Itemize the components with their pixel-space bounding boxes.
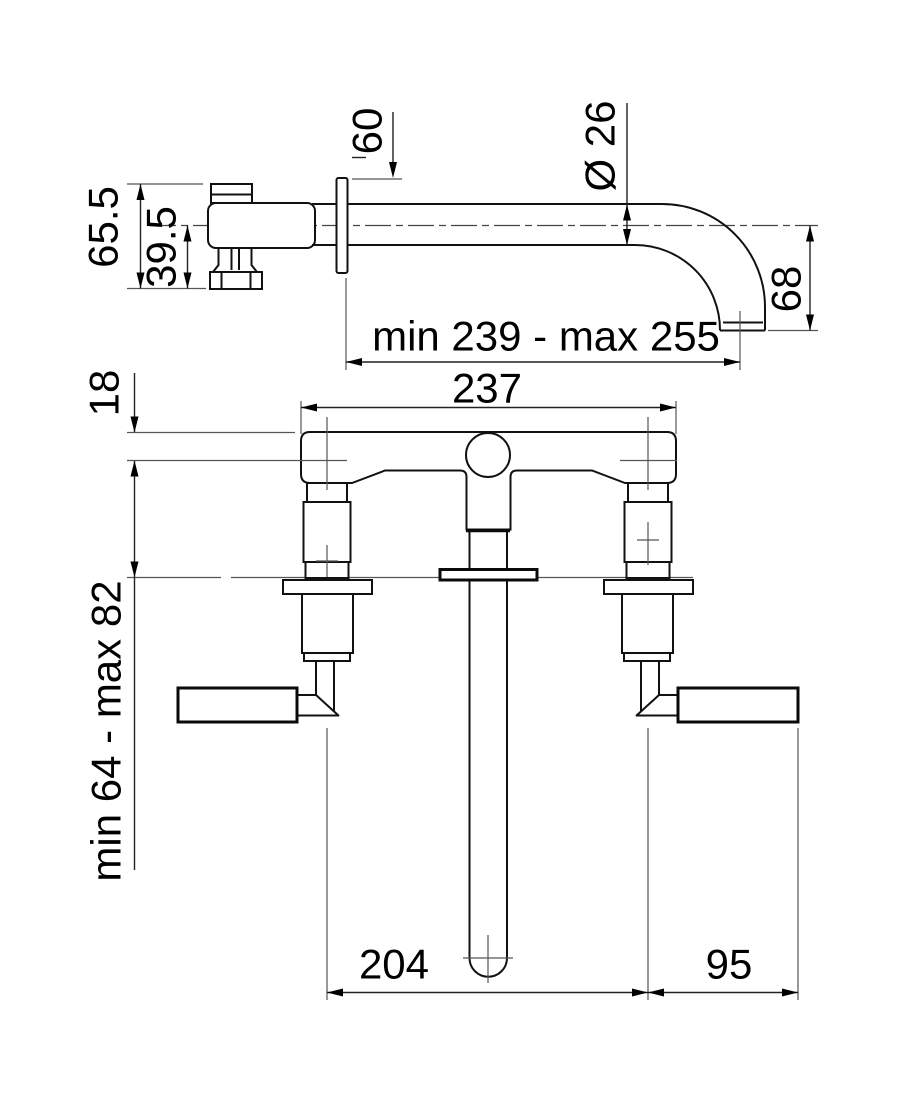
spout-body [207,202,316,249]
top-inlet-fitting [210,183,253,204]
dim-spout-center-height: 39.5 [138,206,192,289]
dim-spout-drop: 68 [763,225,818,332]
dim-bottom-stack: 204 95 [326,728,799,1000]
front-view: 237 18 min 64 - max 82 204 95 [81,365,800,1000]
spout-connection-circle [465,432,511,478]
dim-handle-centers-label: 204 [359,941,429,988]
dim-deck-to-center-label: 18 [81,370,128,417]
dim-spout-reach-label: min 239 - max 255 [372,313,720,360]
dim-spout-drop-label: 68 [763,266,810,313]
spout-drop-tube [466,528,510,978]
dim-body-width: 237 [300,365,677,434]
right-valve-underbody [603,579,800,724]
left-valve-underbody [176,579,373,724]
left-escutcheon [282,579,373,595]
left-handle-lever [176,686,299,724]
wall-escutcheon-plate [335,177,349,274]
dim-escutcheon: 60 [344,108,402,180]
crosshairs [316,417,677,983]
dim-total-height: 65.5 [80,183,206,290]
dim-total-height-label: 65.5 [80,186,127,268]
dim-spout-reach: min 239 - max 255 [345,278,741,370]
dim-handle-length-label: 95 [706,941,753,988]
right-handle-lever [676,686,800,724]
spout-tube [312,203,766,332]
dim-escutcheon-label: 60 [344,108,391,155]
manifold-bar [300,431,677,531]
dim-deck-stack: 18 min 64 - max 82 [81,370,347,882]
dim-tube-diameter: Ø 26 [577,100,631,245]
side-view: 65.5 39.5 60 Ø 26 [80,100,818,370]
bottom-inlet-fitting [209,248,263,290]
dim-spout-center-height-label: 39.5 [138,206,185,288]
right-escutcheon [603,579,694,595]
dim-body-width-label: 237 [452,365,522,412]
dim-mounting-depth-label: min 64 - max 82 [83,580,130,881]
spout-escutcheon-plate [438,568,539,582]
dim-tube-diameter-label: Ø 26 [577,100,624,191]
